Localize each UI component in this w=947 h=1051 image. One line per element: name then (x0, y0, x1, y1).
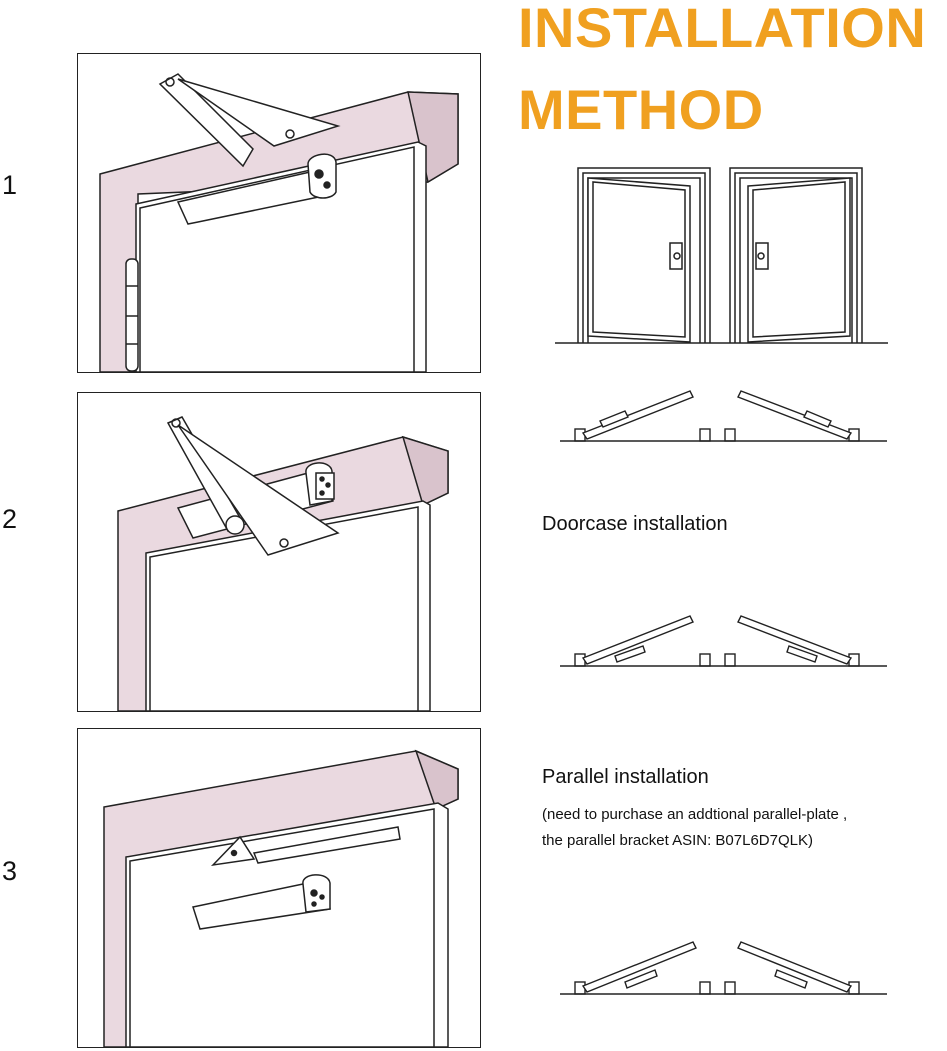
door-closer-forearm-mount-icon (99, 73, 459, 372)
title-line-1: INSTALLATION (518, 0, 927, 59)
door-closer-doorcase-mount-icon (117, 416, 449, 711)
step-number-2: 2 (2, 504, 18, 534)
step-number-3: 3 (2, 856, 18, 886)
parallel-note-line-1: (need to purchase an addtional parallel-… (542, 806, 848, 823)
title-line-2: METHOD (518, 78, 764, 141)
parallel-installation-label: Parallel installation (542, 766, 709, 788)
open-doors-icon (555, 167, 888, 344)
door-closer-parallel-mount-icon (103, 749, 459, 1047)
step-1-illustration (77, 53, 481, 373)
doorcase-installation-label: Doorcase installation (542, 513, 728, 535)
parallel-note-line-2: the parallel bracket ASIN: B07L6D7QLK) (542, 832, 813, 849)
top-view-doorcase-icon (560, 615, 887, 667)
top-view-parallel-icon (560, 941, 887, 995)
step-number-1: 1 (2, 170, 18, 200)
step-3-illustration (77, 728, 481, 1048)
step-2-illustration (77, 392, 481, 712)
top-view-standard-icon (560, 390, 887, 442)
